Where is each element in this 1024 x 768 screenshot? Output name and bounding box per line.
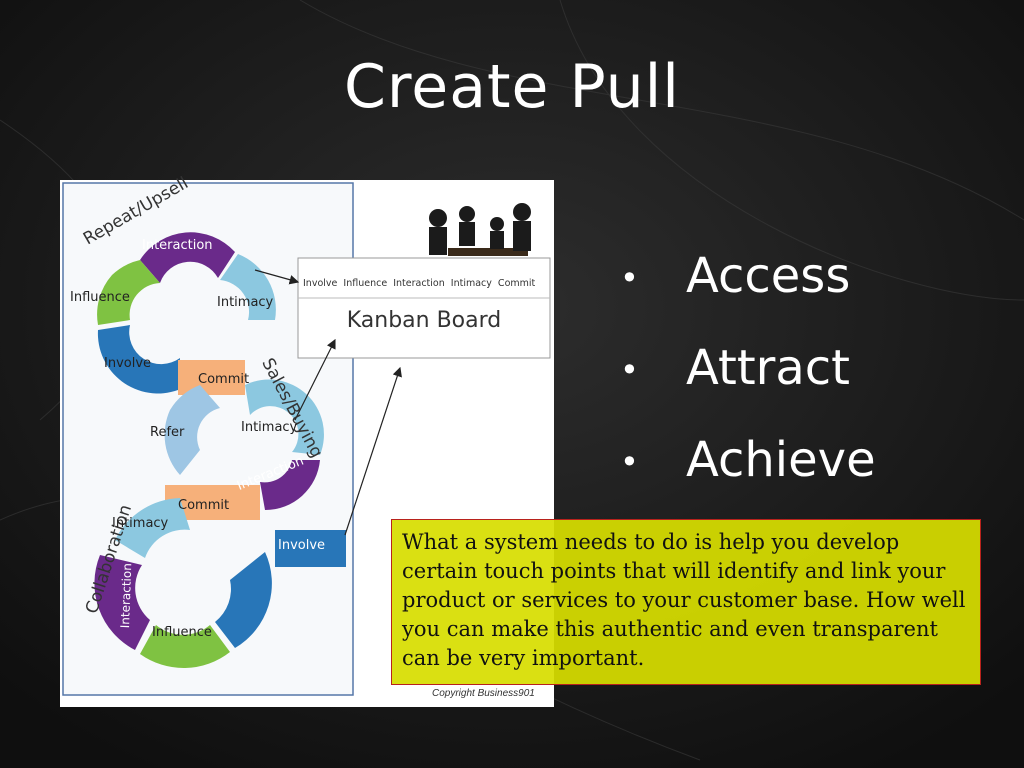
bottom-interaction-label: Interaction — [118, 562, 135, 629]
bullet-item: • Achieve — [620, 432, 876, 488]
bullet-item: • Attract — [620, 340, 850, 396]
bullet-icon: • — [620, 443, 639, 481]
top-commit-label: Commit — [198, 372, 250, 387]
kanban-title: Kanban Board — [346, 308, 502, 333]
top-involve-label: Involve — [104, 356, 152, 371]
bottom-involve-label: Involve — [278, 538, 326, 553]
top-influence-label: Influence — [70, 290, 130, 305]
kanban-board — [297, 257, 551, 359]
mid-commit-label: Commit — [178, 498, 230, 513]
top-ring — [97, 232, 276, 395]
bullet-item: • Access — [620, 248, 851, 304]
meeting-silhouette — [429, 203, 531, 256]
bottom-influence-label: Influence — [152, 625, 212, 640]
bullet-icon: • — [620, 259, 639, 297]
note-callout: What a system needs to do is help you de… — [391, 519, 981, 685]
link-arrows — [254, 269, 402, 536]
top-interaction-label: Interaction — [142, 238, 213, 253]
mid-intimacy-label: Intimacy — [241, 420, 298, 435]
kanban-columns: Involve Influence Interaction Intimacy C… — [303, 278, 536, 289]
top-intimacy-label: Intimacy — [217, 295, 274, 310]
bottom-intimacy-label: Intimacy — [112, 516, 169, 531]
bottom-ring — [94, 498, 346, 669]
refer-label: Refer — [150, 425, 185, 440]
slide-title: Create Pull — [344, 52, 680, 122]
bullet-list: • Access • Attract • Achieve — [620, 248, 1000, 524]
copyright-text: Copyright Business901 — [432, 688, 535, 699]
bullet-icon: • — [620, 351, 639, 389]
middle-ring — [164, 379, 324, 520]
